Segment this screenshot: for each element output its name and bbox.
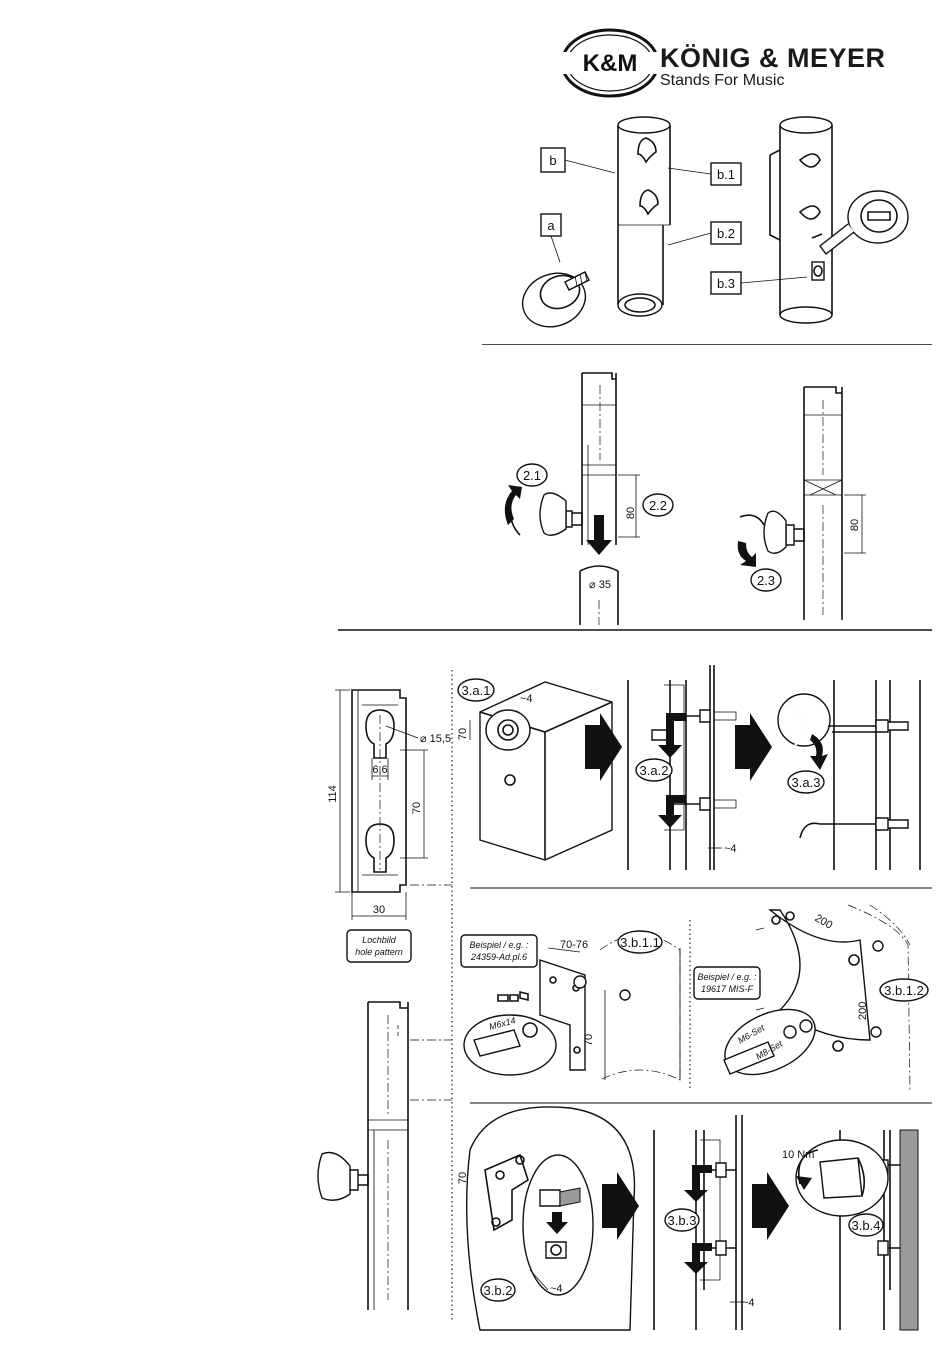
svg-text:3.a.3: 3.a.3: [792, 775, 821, 790]
svg-text:b: b: [549, 153, 556, 168]
label-a: a: [541, 214, 561, 262]
svg-text:70: 70: [583, 1034, 595, 1046]
svg-text:2.1: 2.1: [523, 468, 541, 483]
svg-text:80: 80: [849, 519, 861, 531]
wall-step-3a2: 3.a.2 ~4: [628, 665, 737, 870]
svg-text:⌀ 35: ⌀ 35: [589, 579, 611, 591]
svg-text:⌀ 15,5: ⌀ 15,5: [420, 733, 451, 745]
svg-text:~4: ~4: [742, 1297, 755, 1309]
svg-text:70: 70: [457, 1172, 469, 1184]
svg-text:70: 70: [457, 728, 469, 740]
svg-text:70-76: 70-76: [560, 939, 588, 951]
knob-a: [515, 265, 593, 336]
svg-text:6,6: 6,6: [372, 764, 387, 776]
svg-text:3.b.2: 3.b.2: [484, 1283, 513, 1298]
svg-text:2.2: 2.2: [649, 498, 667, 513]
svg-text:b.1: b.1: [717, 167, 735, 182]
dim-80-right: 80: [844, 495, 866, 553]
svg-text:24359-Ad.pl.6: 24359-Ad.pl.6: [470, 952, 527, 962]
svg-text:a: a: [547, 218, 555, 233]
svg-text:114: 114: [327, 785, 339, 803]
tube-right-step2: [804, 387, 842, 620]
step-2-2-badge: 2.2: [643, 494, 673, 516]
long-tube-with-knob: [318, 1002, 408, 1310]
connector-horizontals: [410, 885, 452, 1100]
pipe-35: ⌀ 35: [580, 566, 618, 625]
plate-example-3b12: Beispiel / e.g. : 19617 MIS-F 200 200 M6…: [694, 905, 928, 1090]
svg-text:3.b.1.1: 3.b.1.1: [620, 935, 660, 950]
svg-text:2.3: 2.3: [757, 573, 775, 588]
section1-components-diagram: b a b.1 b.2 b.3: [0, 0, 950, 345]
svg-text:Lochbild: Lochbild: [362, 935, 397, 945]
svg-text:10 Nm: 10 Nm: [782, 1149, 814, 1161]
svg-text:Beispiel / e.g. :: Beispiel / e.g. :: [469, 940, 529, 950]
section2-mounting-diagram: 80 ⌀ 35 2.1 2.2 80 2.3: [0, 345, 950, 635]
svg-text:~4: ~4: [724, 843, 737, 855]
section3-installation-diagram: 114 ⌀ 15,5 6,6 70 30 Lochbild hole patte…: [0, 630, 950, 1370]
label-b3: b.3: [711, 272, 807, 294]
tube-b: [618, 117, 670, 316]
plate-example-3b11: Beispiel / e.g. : 24359-Ad.pl.6 70-76 70…: [461, 931, 680, 1080]
hole-pattern-plate: 114 ⌀ 15,5 6,6 70 30: [327, 690, 451, 920]
svg-text:200: 200: [813, 912, 835, 932]
arrow-step-3a2: [735, 713, 772, 781]
box-step-3a1: 70 ~4 3.a.1: [457, 679, 612, 860]
hole-pattern-caption: Lochbild hole pattern: [347, 930, 411, 962]
knob-right-step2: [764, 511, 804, 553]
svg-text:19617 MIS-F: 19617 MIS-F: [701, 984, 754, 994]
arrow-down-insert: [586, 515, 612, 555]
label-b2: b.2: [668, 222, 741, 245]
dim-80-left: 80: [618, 475, 640, 537]
svg-text:~4: ~4: [520, 693, 533, 705]
svg-text:3.a.1: 3.a.1: [462, 683, 491, 698]
svg-text:70: 70: [411, 802, 423, 814]
svg-text:hole pattern: hole pattern: [355, 947, 403, 957]
svg-text:3.b.1.2: 3.b.1.2: [884, 983, 924, 998]
label-b1: b.1: [668, 163, 741, 185]
label-b: b: [541, 148, 615, 173]
wall-step-3a3: 3.a.3: [778, 680, 920, 870]
svg-text:30: 30: [373, 904, 385, 916]
svg-text:b.3: b.3: [717, 276, 735, 291]
svg-text:3.b.4: 3.b.4: [852, 1218, 881, 1233]
svg-text:Beispiel / e.g. :: Beispiel / e.g. :: [697, 972, 757, 982]
tube-right: [770, 117, 908, 323]
svg-text:80: 80: [625, 507, 637, 519]
knob-left-step2: [540, 493, 582, 535]
arrow-step-3b3: [752, 1172, 789, 1240]
wall-step-3b3: 3.b.3 ~4: [654, 1115, 755, 1330]
svg-text:3.b.3: 3.b.3: [668, 1213, 697, 1228]
wall-step-3b4: 10 Nm 3.b.4: [782, 1130, 918, 1330]
svg-text:~4: ~4: [550, 1283, 563, 1295]
svg-text:b.2: b.2: [717, 226, 735, 241]
svg-text:200: 200: [857, 1002, 869, 1020]
svg-text:3.a.2: 3.a.2: [640, 763, 669, 778]
